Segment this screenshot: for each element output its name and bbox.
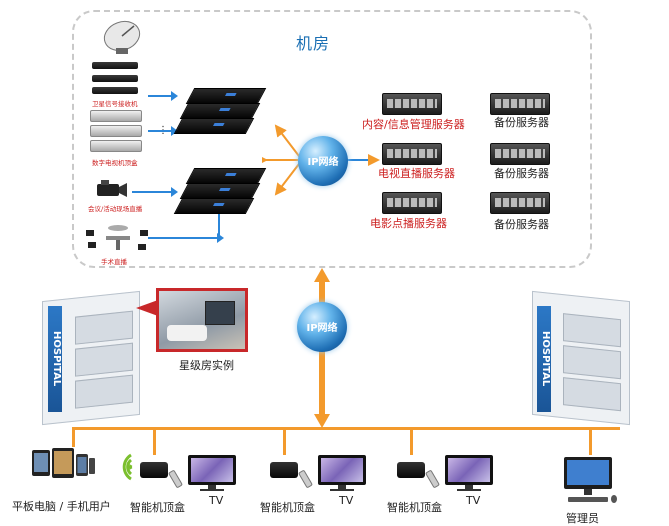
ip-network-label: IP网络 <box>306 323 338 334</box>
hospital-floor <box>75 310 133 345</box>
encoder-rack <box>179 103 261 119</box>
live-tv-server-label: 电视直播服务器 <box>378 167 455 180</box>
hospital-sign: HOSPITAL <box>48 306 62 412</box>
hospital-floor <box>563 313 621 348</box>
satellite-receiver-device <box>92 62 138 69</box>
bus-drop <box>589 427 592 455</box>
tablet-phone-label: 平板电脑 / 手机用户 <box>12 500 111 513</box>
room-network-links <box>262 124 380 196</box>
machine-room-frame <box>72 10 592 268</box>
tv-label: TV <box>466 494 481 507</box>
video-camera-icon <box>97 180 127 197</box>
vod-server-label: 电影点播服务器 <box>370 217 447 230</box>
digital-stb-label: 数字电视机顶盒 <box>92 159 138 167</box>
input-arrow <box>148 126 178 136</box>
hospital-floor <box>75 374 133 409</box>
satellite-receiver-label: 卫星信号接收机 <box>92 100 138 108</box>
hospital-floor <box>75 342 133 377</box>
ip-network-globe-icon: IP网络 <box>298 136 348 186</box>
input-arrow <box>132 187 178 197</box>
tv-stand <box>208 485 216 490</box>
encoder-rack <box>173 118 255 134</box>
meeting-live-label: 会议/活动现场直播 <box>88 205 143 213</box>
content-server-label: 内容/信息管理服务器 <box>362 118 465 131</box>
satellite-receiver-device <box>92 75 138 82</box>
backup-server-label: 备份服务器 <box>494 116 549 129</box>
server-device <box>382 93 442 115</box>
network-bus-line <box>72 427 620 430</box>
encoder-rack <box>185 168 267 184</box>
tv-stand <box>338 485 346 490</box>
backup-server-label: 备份服务器 <box>494 167 549 180</box>
digital-stb-device <box>90 140 142 152</box>
ip-network-globe-icon: IP网络 <box>297 302 347 352</box>
encoder-rack <box>173 198 255 214</box>
backup-server-device <box>490 192 550 214</box>
tablet-phone-icon <box>32 448 95 478</box>
tv-label: TV <box>209 494 224 507</box>
wifi-icon <box>122 453 133 481</box>
tv-stand <box>457 489 481 491</box>
digital-stb-device <box>90 125 142 137</box>
ip-network-label: IP网络 <box>307 157 339 168</box>
encoder-rack <box>179 183 261 199</box>
backup-server-device <box>490 93 550 115</box>
tv-screen <box>188 455 236 485</box>
remote-control-icon <box>297 469 314 489</box>
satellite-receiver-device <box>92 87 138 94</box>
tv-stand <box>330 489 354 491</box>
tv-stand <box>465 485 473 490</box>
room-example-photo <box>156 288 248 352</box>
smart-stb-device <box>270 462 298 478</box>
room-example-caption: 星级房实例 <box>179 359 234 372</box>
photo-callout-pointer <box>136 300 158 316</box>
tv-stand <box>200 489 224 491</box>
encoder-rack <box>185 88 267 104</box>
tv-screen <box>445 455 493 485</box>
remote-control-icon <box>424 469 441 489</box>
remote-control-icon <box>167 469 184 489</box>
backup-server-label: 备份服务器 <box>494 218 549 231</box>
bus-drop <box>283 427 286 455</box>
server-device <box>382 143 442 165</box>
tv-label: TV <box>339 494 354 507</box>
smart-stb-device <box>140 462 168 478</box>
smart-stb-device <box>397 462 425 478</box>
surgery-live-label: 手术直播 <box>101 258 127 266</box>
digital-stb-device <box>90 110 142 122</box>
hospital-sign: HOSPITAL <box>537 306 551 412</box>
admin-label: 管理员 <box>566 512 599 525</box>
smart-stb-label: 智能机顶盒 <box>130 501 185 514</box>
smart-stb-label: 智能机顶盒 <box>260 501 315 514</box>
admin-computer-icon <box>564 457 617 503</box>
hospital-floor <box>563 345 621 380</box>
satellite-dish-icon <box>103 20 141 54</box>
tv-screen <box>318 455 366 485</box>
smart-stb-label: 智能机顶盒 <box>387 501 442 514</box>
backup-server-device <box>490 143 550 165</box>
bus-drop <box>72 427 75 447</box>
input-arrow <box>148 91 178 101</box>
bus-drop <box>410 427 413 455</box>
machine-room-title: 机房 <box>296 34 331 53</box>
server-device <box>382 192 442 214</box>
surgery-equipment-icon <box>86 225 148 250</box>
input-connector <box>218 200 220 239</box>
input-arrow <box>148 233 224 243</box>
hospital-floor <box>563 377 621 412</box>
bus-drop <box>153 427 156 455</box>
